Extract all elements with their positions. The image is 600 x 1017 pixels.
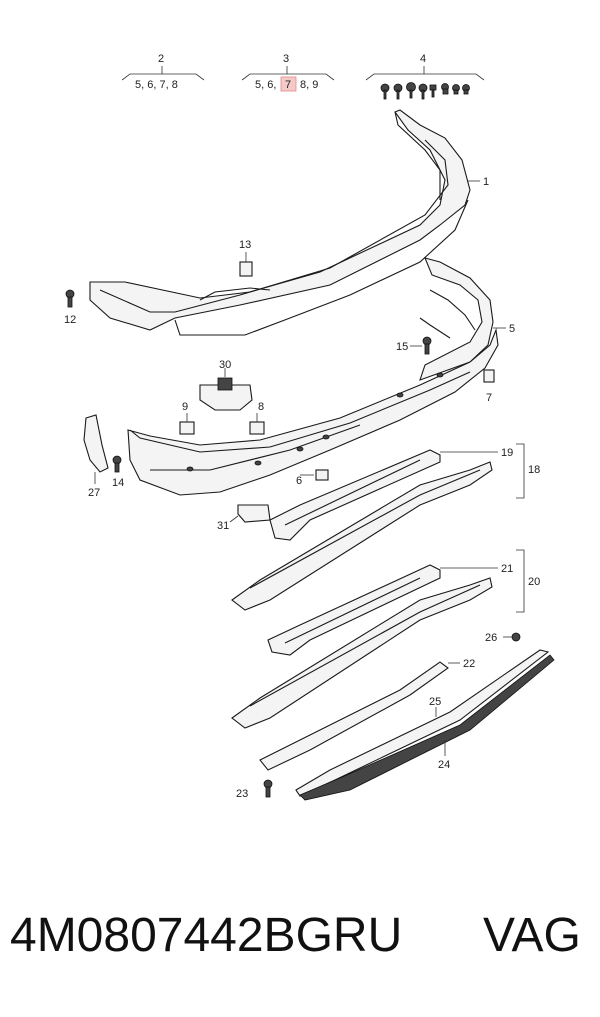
callout-19: 19 — [501, 447, 513, 459]
group-3-number: 3 — [283, 53, 289, 65]
callout-12: 12 — [64, 314, 76, 326]
callout-13: 13 — [239, 239, 251, 251]
fastener-icons — [380, 82, 470, 100]
group-3-header: 3 5, 6, 7 8, 9 — [241, 53, 335, 92]
group-3-subpart-highlighted: 7 — [285, 79, 291, 91]
callout-5: 5 — [509, 323, 515, 335]
part-21-frame — [267, 564, 441, 656]
callout-14: 14 — [112, 477, 124, 489]
part-15-screw — [422, 336, 432, 355]
part-5-bumper-side — [419, 257, 494, 381]
part-26-screw — [503, 632, 521, 642]
part-number: 4M0807442BGRU — [10, 909, 403, 962]
part-22-trim-strip — [259, 661, 449, 771]
highlight-box — [280, 76, 297, 92]
part-18-diffuser — [231, 461, 493, 611]
callout-26: 26 — [485, 632, 497, 644]
group-2-subparts: 5, 6, 7, 8 — [135, 79, 178, 91]
part-23-screw — [263, 779, 273, 798]
part-12-screw — [65, 289, 75, 308]
group-3-subparts-b: 8, 9 — [300, 79, 318, 91]
callout-6: 6 — [296, 475, 302, 487]
bumper-main-lower — [127, 327, 499, 496]
callout-22: 22 — [463, 658, 475, 670]
callout-23: 23 — [236, 788, 248, 800]
part-8-clip — [249, 413, 265, 435]
group-4-number: 4 — [420, 53, 426, 65]
callout-25: 25 — [429, 696, 441, 708]
callout-27: 27 — [88, 487, 100, 499]
callout-9: 9 — [182, 401, 188, 413]
brand-label: VAG — [483, 909, 581, 962]
group-3-subparts-a: 5, 6, — [255, 79, 276, 91]
part-31-bracket — [229, 504, 271, 523]
callout-24: 24 — [438, 759, 450, 771]
callout-18: 18 — [528, 464, 540, 476]
exploded-parts-diagram: 2 5, 6, 7, 8 3 5, 6, 7 8, 9 4 1 — [64, 53, 555, 801]
callout-31: 31 — [217, 520, 229, 532]
part-9-clip — [179, 413, 195, 435]
part-27-side-bracket — [83, 414, 109, 484]
group-2-header: 2 5, 6, 7, 8 — [121, 53, 205, 91]
callout-20: 20 — [528, 576, 540, 588]
part-19-frame — [269, 449, 441, 541]
part-1-bumper-cover-upper — [89, 109, 471, 336]
part-13-bracket — [239, 252, 253, 277]
callout-7: 7 — [486, 392, 492, 404]
part-20-diffuser — [231, 577, 493, 729]
part-24-mesh-strip — [299, 654, 555, 801]
part-30-bracket — [199, 368, 253, 411]
callout-8: 8 — [258, 401, 264, 413]
group-4-header: 4 — [365, 53, 485, 100]
callout-15: 15 — [396, 341, 408, 353]
callout-1: 1 — [483, 176, 489, 188]
part-6-cap — [300, 469, 329, 481]
callout-21: 21 — [501, 563, 513, 575]
part-7-clip — [483, 369, 495, 383]
callout-30: 30 — [219, 359, 231, 371]
group-2-number: 2 — [158, 53, 164, 65]
part-14-screw — [112, 455, 122, 473]
